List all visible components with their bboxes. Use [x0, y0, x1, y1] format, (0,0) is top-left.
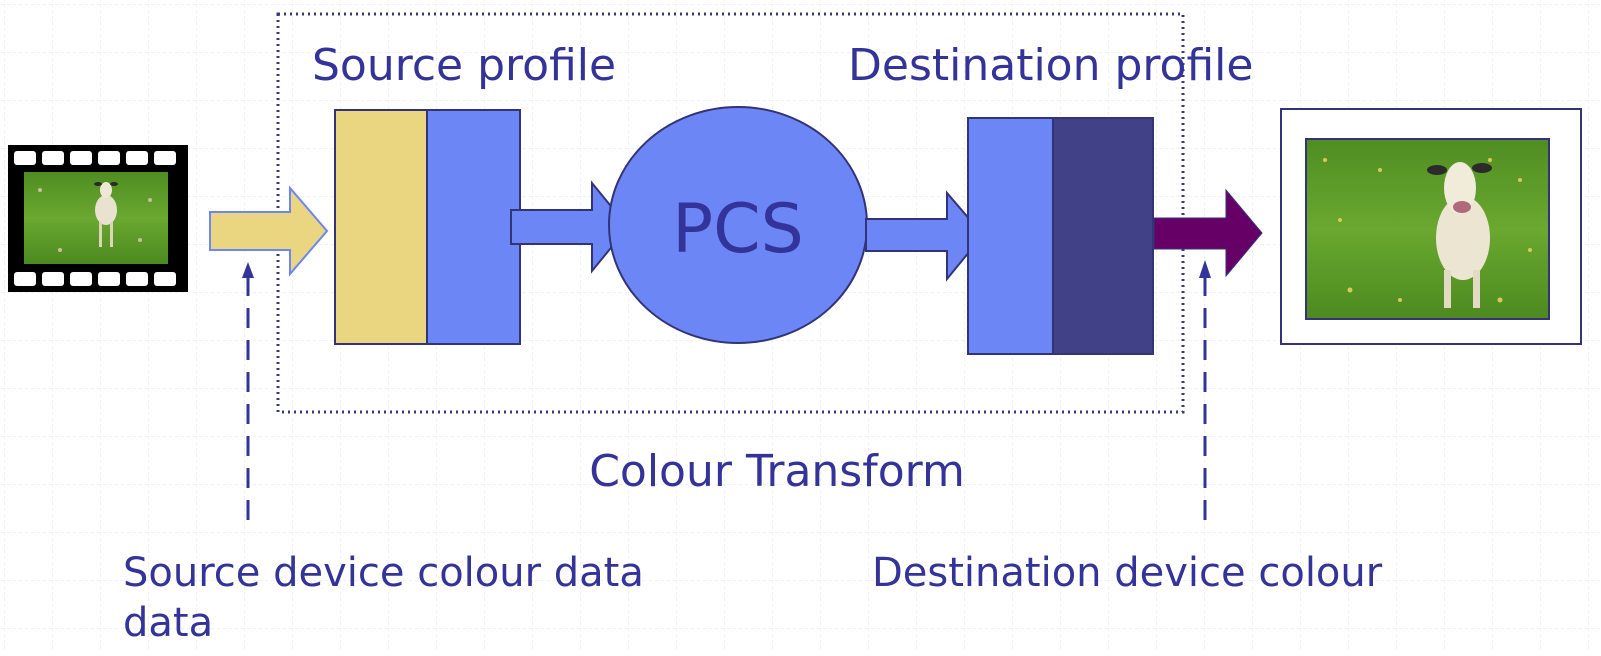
framed-photo-icon — [1280, 108, 1582, 345]
source-device-label-line1: Source device colour data — [123, 550, 644, 596]
cow-small-icon — [94, 182, 118, 247]
pcs-to-destination-arrow — [865, 190, 985, 282]
destination-profile-blue-block — [967, 117, 1054, 355]
source-profile-blue-block — [426, 109, 521, 345]
source-profile-label: Source profile — [312, 40, 616, 91]
source-data-pointer — [242, 262, 254, 520]
source-to-pcs-arrow — [510, 180, 630, 274]
source-device-label-line2: data — [123, 600, 213, 646]
source-profile-tan-block — [334, 109, 428, 345]
destination-profile-label: Destination profile — [848, 40, 1253, 91]
pcs-label: PCS — [672, 190, 804, 269]
input-arrow — [209, 185, 329, 277]
colour-transform-label: Colour Transform — [589, 446, 965, 497]
film-strip-icon — [8, 145, 188, 292]
destination-data-pointer — [1199, 260, 1211, 520]
destination-profile-dark-block — [1052, 117, 1154, 355]
destination-device-label: Destination device colour — [872, 550, 1383, 596]
cow-large-icon — [1427, 162, 1492, 308]
output-arrow — [1153, 188, 1263, 278]
